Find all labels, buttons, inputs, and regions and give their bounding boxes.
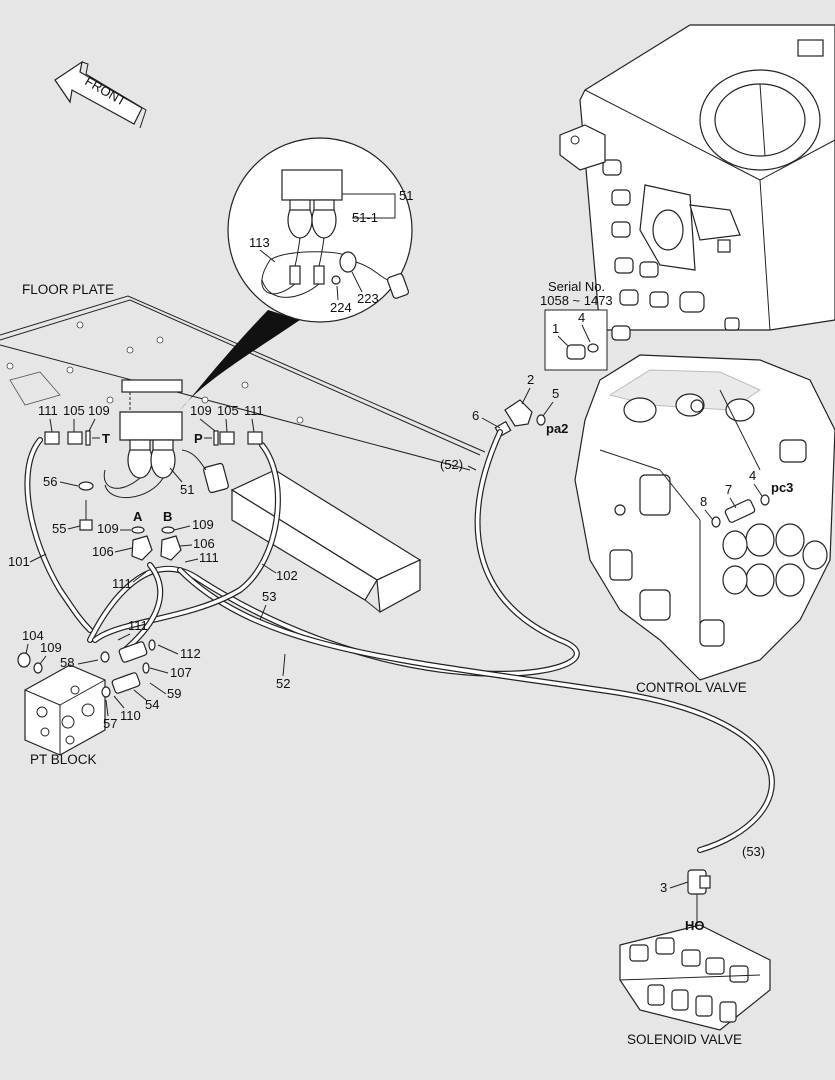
solenoid-block (44, 379, 263, 561)
front-arrow-icon: FRONT (54, 60, 147, 129)
part-number-5: 5 (552, 386, 559, 401)
part-number-105-left: 105 (63, 403, 85, 418)
part-number-102: 102 (276, 568, 298, 583)
part-number-7: 7 (725, 482, 732, 497)
port-pa2: pa2 (546, 421, 568, 436)
part-number-51-1: 51-1 (352, 210, 378, 225)
part-number-110: 110 (120, 708, 141, 723)
serial-range: 1058 ~ 1473 (540, 293, 613, 308)
port-a: A (133, 509, 143, 524)
port-pc3: pc3 (771, 480, 793, 495)
part-number-109-right: 109 (190, 403, 212, 418)
part-number-109-left: 109 (88, 403, 110, 418)
part-number-106-b: 106 (193, 536, 215, 551)
part-number-52p: (52) (440, 457, 463, 472)
part-number-109-a: 109 (97, 521, 119, 536)
part-number-107: 107 (170, 665, 192, 680)
part-number-112: 112 (180, 646, 201, 661)
part-number-111-e: 111 (128, 618, 148, 633)
part-number-109-c: 109 (40, 640, 62, 655)
part-number-111-right: 111 (244, 403, 264, 418)
floor-plate-label: FLOOR PLATE (22, 282, 114, 297)
detail-inset (180, 137, 413, 410)
part-number-6: 6 (472, 408, 479, 423)
pt-block (17, 639, 156, 756)
part-number-105-right: 105 (217, 403, 239, 418)
part-number-56: 56 (43, 474, 57, 489)
part-number-111-c: 111 (199, 550, 219, 565)
part-number-111-d: 111 (112, 576, 132, 591)
port-ho: HO (685, 918, 705, 933)
part-number-109-b: 109 (192, 517, 214, 532)
part-number-223: 223 (357, 291, 379, 306)
port-t: T (102, 431, 110, 446)
part-number-4b: 4 (749, 468, 756, 483)
serial-number-inset: Serial No. 1058 ~ 1473 1 4 (540, 279, 613, 371)
part-number-59: 59 (167, 686, 181, 701)
hoses (24, 429, 775, 853)
control-valve-label: CONTROL VALVE (636, 680, 747, 695)
part-number-3: 3 (660, 880, 667, 895)
part-number-51-main: 51 (180, 482, 194, 497)
fitting-7 (711, 494, 770, 528)
part-number-58: 58 (60, 655, 74, 670)
part-number-4a: 4 (578, 310, 585, 325)
serial-title: Serial No. (548, 279, 605, 294)
part-number-52: 52 (276, 676, 290, 691)
part-number-53p: (53) (742, 844, 765, 859)
part-number-1: 1 (552, 321, 559, 336)
part-number-8: 8 (700, 494, 707, 509)
part-number-101: 101 (8, 554, 30, 569)
part-number-55: 55 (52, 521, 66, 536)
pt-block-label: PT BLOCK (30, 752, 97, 767)
part-number-104: 104 (22, 628, 44, 643)
part-number-51-inset: 51 (399, 188, 413, 203)
part-number-57: 57 (103, 716, 117, 731)
hydraulic-tank (559, 24, 835, 341)
port-b: B (163, 509, 172, 524)
port-p: P (194, 431, 203, 446)
floor-plate (0, 295, 486, 471)
part-number-54: 54 (145, 697, 159, 712)
bracket-102 (230, 469, 422, 613)
part-number-224: 224 (330, 300, 352, 315)
solenoid-valve (619, 869, 771, 1031)
part-number-113: 113 (249, 235, 270, 250)
part-number-53: 53 (262, 589, 276, 604)
solenoid-valve-label: SOLENOID VALVE (627, 1032, 742, 1047)
part-number-2: 2 (527, 372, 534, 387)
part-number-111-left: 111 (38, 403, 58, 418)
part-number-106-a: 106 (92, 544, 114, 559)
control-valve (574, 354, 835, 681)
